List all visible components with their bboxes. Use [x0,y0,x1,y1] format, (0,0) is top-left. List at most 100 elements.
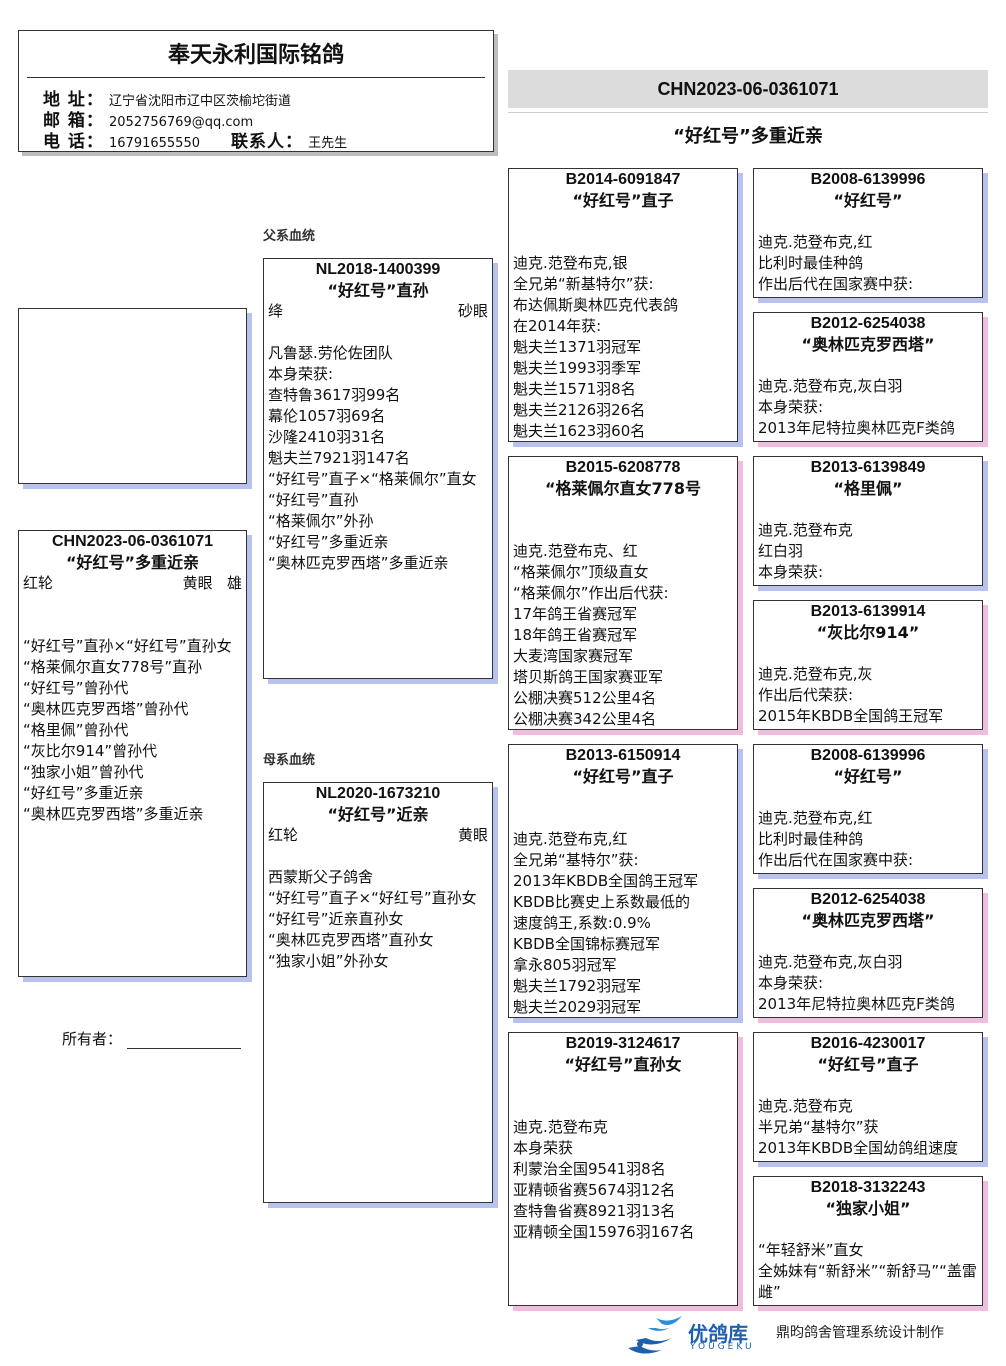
title-divider [27,77,485,78]
subject-note: “格里佩”曾孙代 [23,721,129,739]
ggp-name: “好红号” [833,767,903,786]
sire-note: 查特鲁3617羽99名 [268,386,401,404]
gp-note: 2013年KBDB全国鸽王冠军 [513,872,699,890]
ggp-name: “好红号” [833,191,903,210]
gp-note: 魁夫兰1993羽季军 [513,359,642,377]
ggp-ring: B2013-6139914 [810,603,926,620]
pigeon-photo [18,308,247,484]
ggp-note: 全姊妹有“新舒米”“新舒马”“盖雷 [758,1262,977,1280]
ggp-ring: B2008-6139996 [810,171,926,188]
ggp-ring: B2012-6254038 [810,315,926,332]
sire-note: “好红号”直子×“格莱佩尔”直女 [268,470,477,488]
sire-note: “好红号”直孙 [268,491,359,509]
great-grandparent-card: B2012-6254038 “奥林匹克罗西塔” 迪克.范登布克,灰白羽 本身荣获… [753,312,983,442]
dam-note: “独家小姐”外孙女 [268,952,389,970]
gp-note: 迪克.范登布克,红 [513,830,628,848]
gp-note: 全兄弟“新基特尔”获: [513,275,654,293]
dam-color: 红轮 [268,826,299,844]
dam-note: “奥林匹克罗西塔”直孙女 [268,931,434,949]
ggp-ring: B2016-4230017 [810,1035,926,1052]
phone-row: 电 话： 16791655550 [43,127,200,151]
ggp-note: 作出后代荣获: [758,686,854,704]
gp-note: 公棚决赛342公里4名 [513,710,657,728]
subject-note: “好红号”直孙×“好红号”直孙女 [23,637,232,655]
gp-ring: B2019-3124617 [565,1035,681,1052]
gp-note: 迪克.范登布克 [513,1118,608,1136]
logo-cn-text: 优鸽库 [688,1322,748,1346]
gp-name: “好红号”直子 [572,191,674,210]
loft-info-box: 奉天永利国际铭鸽 地 址： 辽宁省沈阳市辽中区茨榆坨街道 邮 箱： 205275… [18,30,494,152]
gp-note: 魁夫兰1371羽冠军 [513,338,642,356]
gp-note: 亚精顿全国15976羽167名 [513,1223,695,1241]
footer-logo: 优鸽库 YOUGEKU 鼎昀鸽舍管理系统设计制作 [622,1314,992,1358]
sire-note: 幕伦1057羽69名 [268,407,386,425]
gp-note: 18年鸽王省赛冠军 [513,626,638,644]
ggp-note: 2015年KBDB全国鸽王冠军 [758,707,944,725]
logo-en-text: YOUGEKU [690,1342,755,1352]
email-label: 邮 箱： [43,111,104,131]
loft-title: 奉天永利国际铭鸽 [167,43,344,68]
ggp-note: 本身荣获: [758,974,824,992]
ggp-ring: B2013-6139849 [810,459,926,476]
owner-field: 所有者： [62,1028,241,1049]
subject-note: “奥林匹克罗西塔”多重近亲 [23,805,204,823]
contact-row: 联系人： 王先生 [231,127,347,152]
dam-line-label: 母系血统 [263,753,316,768]
great-grandparent-card: B2018-3132243 “独家小姐” “年轻舒米”直女 全姊妹有“新舒米”“… [753,1176,983,1306]
sire-eye: 砂眼 [457,302,488,320]
sire-note: 凡鲁瑟.劳伦佐团队 [268,344,393,362]
ggp-name: “好红号”直子 [817,1055,919,1074]
gp-note: 在2014年获: [513,317,602,335]
sire-notes: 凡鲁瑟.劳伦佐团队 本身荣获: 查特鲁3617羽99名 幕伦1057羽69名 沙… [264,343,492,574]
ggp-name: “灰比尔914” [816,623,920,642]
ggp-note: 迪克.范登布克,灰 [758,665,873,683]
dam-note: “好红号”直子×“好红号”直孙女 [268,889,477,907]
phone-value: 16791655550 [109,136,200,151]
dam-note: “好红号”近亲直孙女 [268,910,404,928]
gp-ring: B2015-6208778 [565,459,681,476]
sire-note: “格莱佩尔”外孙 [268,512,374,530]
subject-ring: CHN2023-06-0361071 [52,533,213,550]
gp-note: 魁夫兰2126羽26名 [513,401,646,419]
gp-note: 魁夫兰1571羽8名 [513,380,636,398]
ggp-note: 迪克.范登布克,灰白羽 [758,953,903,971]
sire-note: 本身荣获: [268,365,334,383]
great-grandparent-card: B2016-4230017 “好红号”直子 迪克.范登布克 半兄弟“基特尔”获 … [753,1032,983,1162]
great-grandparent-card: B2013-6139914 “灰比尔914” 迪克.范登布克,灰 作出后代荣获:… [753,600,983,730]
ggp-note: 本身荣获: [758,398,824,416]
gp-note: 魁夫兰1623羽60名 [513,422,646,440]
grandparent-card: B2015-6208778 “格莱佩尔直女778号 迪克.范登布克、红 “格莱佩… [508,456,738,730]
contact-label: 联系人： [231,132,303,152]
email-row: 邮 箱： 2052756769@qq.com [43,106,253,131]
gp-note: 布达佩斯奥林匹克代表鸽 [513,296,679,314]
ggp-note: 2013年KBDB全国幼鸽组速度 [758,1139,959,1157]
owner-blank-line [126,1032,241,1049]
subject-name: “好红号”多重近亲 [65,553,200,572]
subject-note: “独家小姐”曾孙代 [23,763,144,781]
subject-note: “格莱佩尔直女778号”直孙 [23,658,203,676]
great-grandparent-card: B2008-6139996 “好红号” 迪克.范登布克,红 比利时最佳种鸽 作出… [753,744,983,874]
ggp-note: 2013年尼特拉奥林匹克F类鸽 [758,419,955,437]
address-row: 地 址： 辽宁省沈阳市辽中区茨榆坨街道 [43,85,291,110]
ggp-note: 迪克.范登布克,红 [758,809,873,827]
gp-note: 魁夫兰1792羽冠军 [513,977,642,995]
dam-eye: 黄眼 [457,826,488,844]
yougeku-logo-icon [628,1316,682,1354]
ggp-note: 本身荣获: [758,563,824,581]
ggp-ring: B2008-6139996 [810,747,926,764]
great-grandparent-card: B2012-6254038 “奥林匹克罗西塔” 迪克.范登布克,灰白羽 本身荣获… [753,888,983,1018]
gp-note: 利蒙治全国9541羽8名 [513,1160,666,1178]
ggp-note: 作出后代在国家赛中获: [758,275,914,293]
sire-card: NL2018-1400399 “好红号”直孙 绛 砂眼 凡鲁瑟.劳伦佐团队 本身… [263,258,493,679]
gp-note: 本身荣获 [513,1139,574,1157]
ggp-name: “独家小姐” [825,1199,911,1218]
grandparent-card: B2014-6091847 “好红号”直子 迪克.范登布克,银 全兄弟“新基特尔… [508,168,738,442]
ggp-note: 雌” [758,1283,781,1301]
great-grandparent-card: B2013-6139849 “格里佩” 迪克.范登布克 红白羽 本身荣获: [753,456,983,586]
gp-note: 魁夫兰2029羽冠军 [513,998,642,1016]
banner-underline [508,112,988,113]
gp-note: 公棚决赛512公里4名 [513,689,657,707]
ggp-note: 红白羽 [758,542,804,560]
sire-ring: NL2018-1400399 [315,261,441,278]
gp-note: 迪克.范登布克、红 [513,542,638,560]
